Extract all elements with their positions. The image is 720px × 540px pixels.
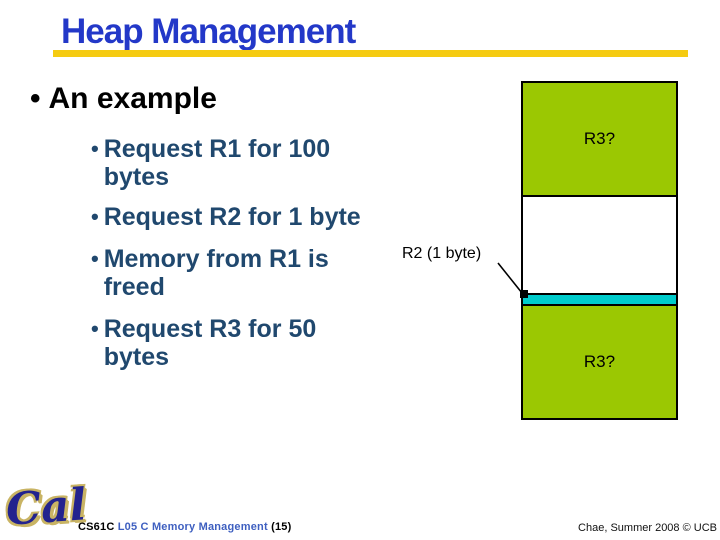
footer-lecture-label: L05 C Memory Management [117,521,268,533]
sub-bullet-line: Request R3 for 50 [103,315,317,343]
sub-bullet-memory-freed: • Memory from R1 is freed [91,245,329,301]
footer-page-number: (15) [271,521,292,533]
heap-block-label: R3? [583,129,616,148]
heap-block-free-space [523,195,676,293]
sub-bullet-request-r1: • Request R1 for 100 bytes [91,135,330,191]
sub-bullet-line: freed [103,273,165,301]
bullet-dot: • [91,246,99,271]
slide-title: Heap Management [61,12,356,51]
r2-annotation-label: R2 (1 byte) [402,245,482,262]
bullet-dot: • [91,316,99,341]
title-underline [53,50,688,57]
bullet-dot: • [91,136,99,161]
heap-diagram: R3? R3? [521,81,678,420]
sub-bullet-line: Request R1 for 100 [103,135,331,163]
sub-bullet-request-r3: • Request R3 for 50 bytes [91,315,316,371]
cal-logo: Cal [4,479,88,536]
bullet-an-example: • An example [30,82,217,116]
sub-bullet-line: Memory from R1 is [103,245,329,273]
sub-bullet-line: bytes [103,343,170,371]
footer-course-label: CS61C [78,521,115,533]
heap-block-r3-top: R3? [523,83,676,195]
sub-bullet-request-r2: • Request R2 for 1 byte [91,203,361,231]
bullet-dot: • [30,82,41,115]
heap-block-label: R3? [583,352,616,371]
footer-credit: Chae, Summer 2008 © UCB [578,522,717,534]
heap-block-r3-bottom: R3? [523,306,676,418]
heap-block-r2 [523,293,676,306]
sub-bullet-line: Request R2 for 1 byte [103,203,361,231]
sub-bullet-line: bytes [103,163,170,191]
footer-left: CS61C L05 C Memory Management (15) [78,521,291,533]
bullet-dot: • [91,204,99,229]
bullet-text: An example [48,82,217,115]
